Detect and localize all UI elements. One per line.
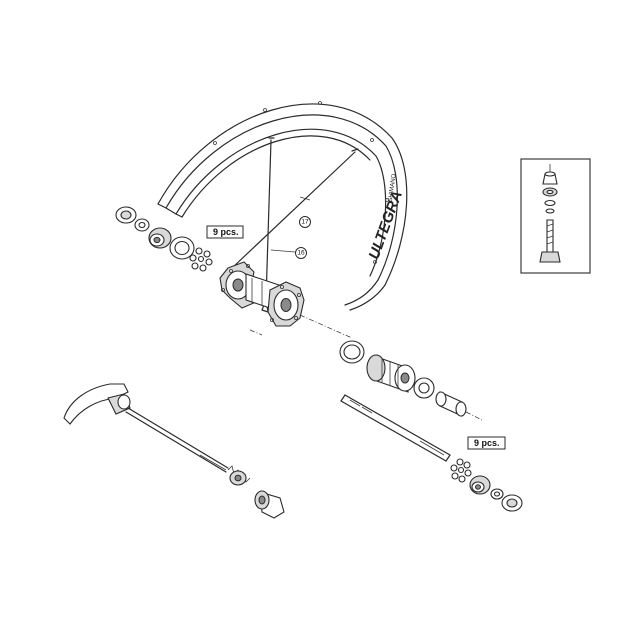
o-ring xyxy=(339,340,365,364)
quick-release-lever xyxy=(63,383,131,425)
callout-spoke-short: 16 xyxy=(295,247,307,259)
hub-body xyxy=(219,261,305,327)
washer-small xyxy=(134,218,150,232)
nipple-star-rear xyxy=(450,458,472,483)
lock-nut xyxy=(115,206,137,224)
quantity-label-rear: 9 pcs. xyxy=(467,436,506,450)
cone-nut-rear xyxy=(469,475,491,495)
freehub-body xyxy=(366,354,416,393)
spoke-long xyxy=(231,148,359,269)
rim-brand-label: ULTEGRA xyxy=(366,189,406,262)
washer-rear xyxy=(490,488,504,500)
dust-seal xyxy=(169,236,195,260)
cone-nut xyxy=(148,227,172,249)
callout-16-label: 16 xyxy=(297,250,305,257)
qr-adjusting-nut xyxy=(254,490,285,519)
callout-17-label: 17 xyxy=(301,219,309,226)
rim-maker-text: SHIMANO xyxy=(388,173,398,202)
rim-brand-text: ULTEGRA xyxy=(366,189,406,262)
valve-inset xyxy=(520,158,591,274)
quantity-label-front: 9 pcs. xyxy=(206,225,244,239)
freehub-washer xyxy=(413,377,435,399)
rim xyxy=(157,101,408,311)
front-nipples-qty: 9 pcs. xyxy=(213,227,239,237)
spacer-tube xyxy=(435,391,467,417)
rear-nipples-qty: 9 pcs. xyxy=(474,438,500,448)
nipple-star-front xyxy=(189,247,213,272)
callout-spoke-long: 17 xyxy=(299,216,311,228)
rim-maker-label: SHIMANO xyxy=(388,173,398,202)
lock-nut-rear xyxy=(501,494,523,512)
quick-release-skewer xyxy=(125,407,229,473)
axle xyxy=(340,394,451,462)
qr-nut-spring xyxy=(229,470,247,486)
